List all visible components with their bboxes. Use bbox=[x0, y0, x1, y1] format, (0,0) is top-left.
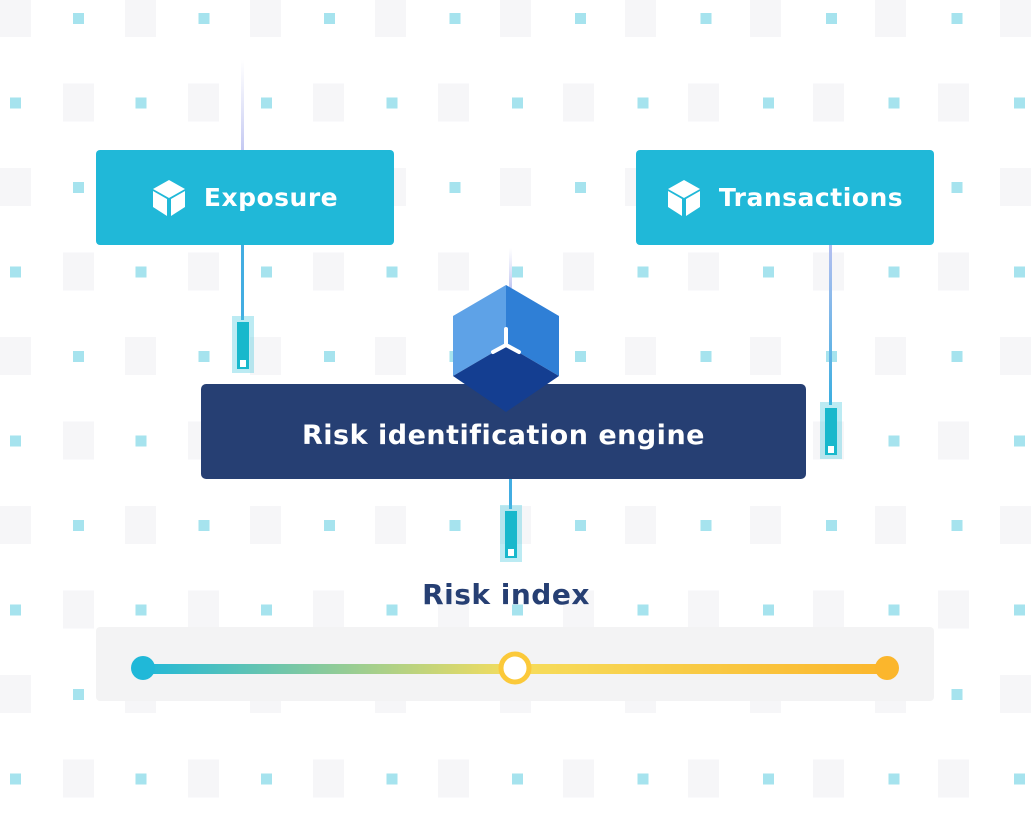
risk-index-scale bbox=[131, 651, 899, 685]
risk-engine-label: Risk identification engine bbox=[302, 420, 705, 451]
scale-end-dot bbox=[875, 656, 899, 680]
risk-engine-box: Risk identification engine bbox=[201, 384, 806, 479]
hexagon-cube-icon bbox=[453, 285, 559, 412]
risk-level-marker bbox=[498, 651, 532, 685]
transactions-label: Transactions bbox=[718, 183, 904, 212]
scale-start-dot bbox=[131, 656, 155, 680]
risk-index-title: Risk index bbox=[422, 578, 590, 611]
cube-icon bbox=[152, 179, 185, 216]
exposure-label: Exposure bbox=[203, 183, 339, 212]
exposure-node: Exposure bbox=[96, 150, 394, 245]
cube-icon bbox=[667, 179, 700, 216]
transactions-node: Transactions bbox=[636, 150, 934, 245]
